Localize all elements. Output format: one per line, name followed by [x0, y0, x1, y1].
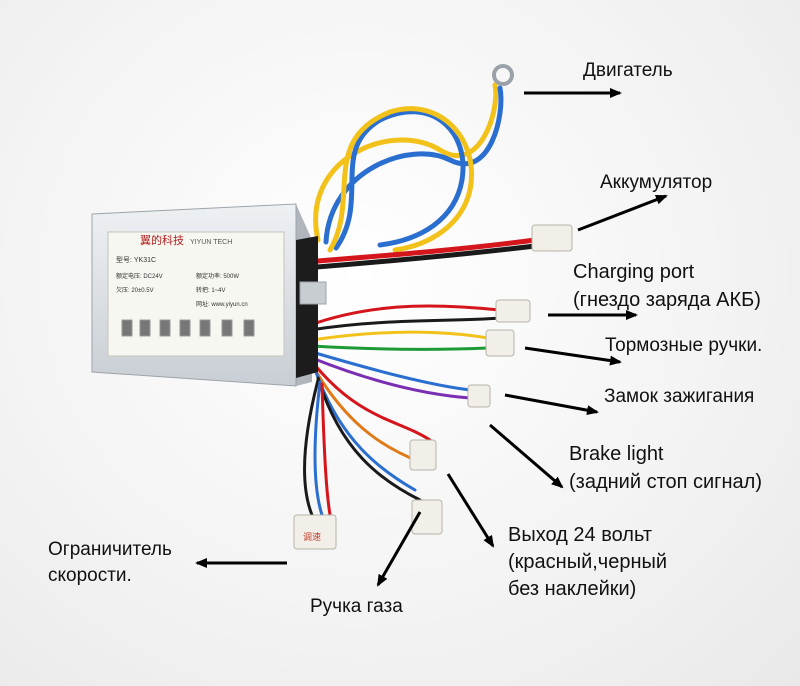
controller-brand-en: YIYUN TECH — [190, 239, 232, 246]
label-output-24v: Выход 24 вольт (красный,черный без накле… — [508, 524, 668, 600]
controller-website: 网址: www.yiyun.cn — [196, 300, 248, 308]
motor-wires — [313, 64, 514, 253]
label-brake-levers: Тормозные ручки. — [605, 335, 763, 356]
arrow-battery — [577, 194, 668, 232]
label-charging-port: Charging port (гнездо заряда АКБ) — [573, 261, 761, 311]
controller-box: 翼的科技 YIYUN TECH 型号: YK31C 额定电压: DC24V 额定… — [91, 203, 327, 387]
controller-spec-ratio: 转把: 1~4V — [196, 286, 226, 294]
label-brake-light: Brake light (задний стоп сигнал) — [569, 443, 762, 493]
signal-wire-bundle — [303, 304, 502, 517]
controller-spec-voltage: 额定电压: DC24V — [116, 272, 163, 280]
arrow-output-24v — [446, 473, 495, 548]
controller-brand-cn: 翼的科技 — [140, 233, 184, 247]
arrow-brake — [524, 346, 622, 366]
label-speed-limiter: Ограничитель скорости. — [48, 539, 172, 586]
connector-sticker: 调速 — [303, 532, 321, 542]
battery-wires — [302, 224, 573, 271]
arrow-brake-light — [489, 423, 564, 489]
label-throttle: Ручка газа — [310, 596, 403, 617]
arrow-throttle — [376, 511, 422, 587]
controller-spec-under: 欠压: 20±0.5V — [116, 286, 154, 294]
arrow-ignition — [504, 393, 599, 416]
label-battery: Аккумулятор — [600, 172, 713, 193]
connectors — [293, 299, 531, 550]
controller-model: 型号: YK31C — [116, 255, 156, 264]
controller-spec-power: 额定功率: 500W — [196, 272, 239, 280]
label-ignition-lock: Замок зажигания — [604, 386, 755, 407]
annotation-arrows — [195, 88, 668, 587]
label-motor: Двигатель — [583, 60, 673, 81]
